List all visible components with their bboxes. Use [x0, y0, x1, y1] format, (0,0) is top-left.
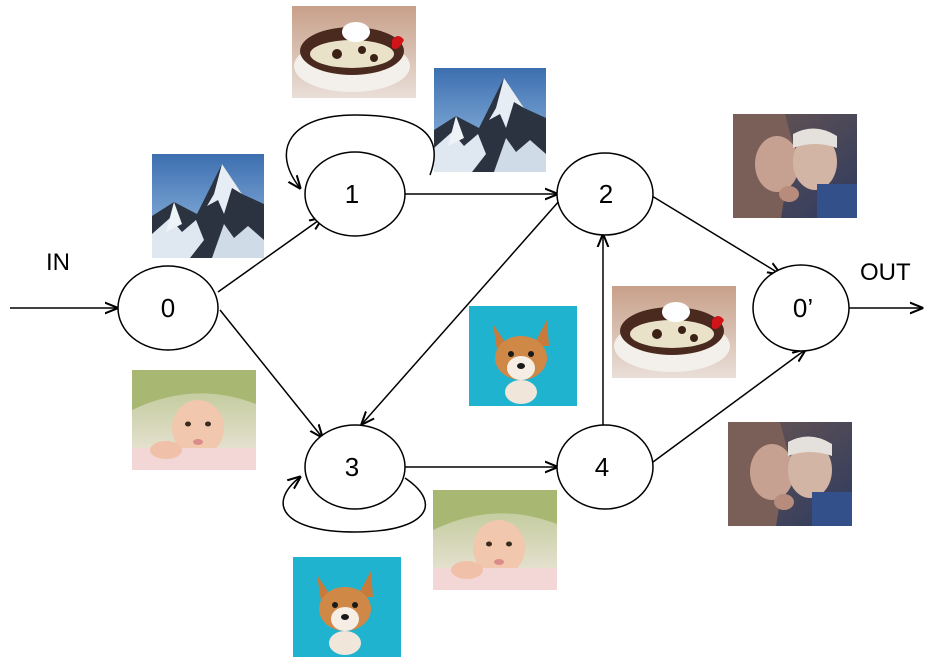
- baby-photo: [433, 490, 557, 590]
- node-0: 0: [117, 265, 219, 351]
- dog-photo: [293, 557, 401, 657]
- edge-0-1: [217, 218, 322, 293]
- elderly-couple-photo: [728, 422, 852, 526]
- node-3-label: 3: [345, 452, 359, 482]
- node-4: 4: [556, 424, 654, 510]
- node-0-prime: 0’: [752, 264, 850, 352]
- node-2: 2: [556, 152, 654, 236]
- node-1: 1: [304, 151, 406, 237]
- mountain-photo: [434, 68, 546, 172]
- edge-0-3: [219, 309, 322, 437]
- node-1-label: 1: [345, 179, 359, 209]
- edge-4-0prime: [652, 350, 805, 463]
- edge-3-self-loop: [282, 477, 426, 533]
- node-4-label: 4: [595, 452, 609, 482]
- elderly-couple-photo: [733, 114, 857, 218]
- node-0-prime-label: 0’: [793, 293, 813, 323]
- in-label: IN: [46, 249, 70, 276]
- edge-2-3: [362, 199, 561, 424]
- mountain-photo: [152, 154, 264, 258]
- node-3: 3: [304, 424, 406, 510]
- edge-1-self-loop: [285, 114, 435, 188]
- edge-2-0prime: [651, 195, 780, 274]
- dog-photo: [469, 306, 577, 406]
- node-2-label: 2: [599, 179, 613, 209]
- dessert-photo: [612, 286, 736, 378]
- dessert-photo: [292, 6, 416, 98]
- node-0-label: 0: [161, 293, 175, 323]
- out-label: OUT: [860, 259, 911, 286]
- baby-photo: [132, 370, 256, 470]
